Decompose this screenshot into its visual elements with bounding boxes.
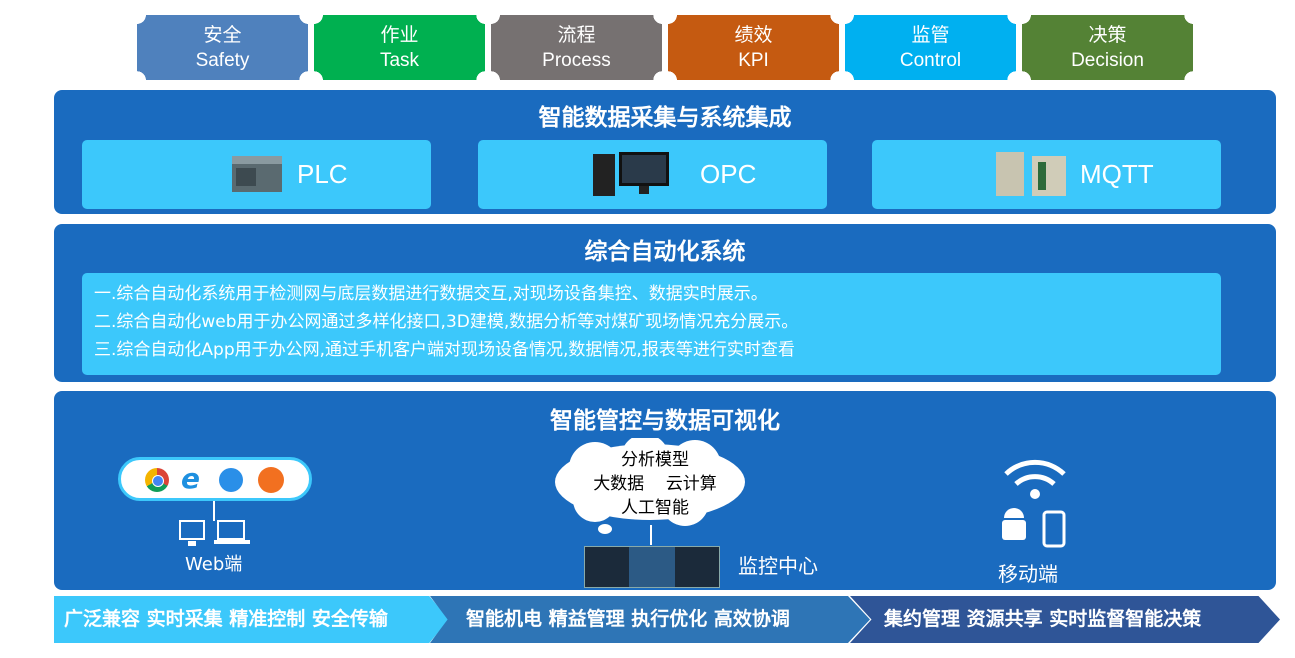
section-title: 智能数据采集与系统集成 [538, 105, 792, 131]
plc-card: PLC [82, 140, 431, 209]
browser-bar: e [118, 457, 312, 501]
tile-en: Safety [195, 50, 250, 71]
cloud-item: 分析模型 [621, 450, 689, 470]
section-title: 综合自动化系统 [584, 239, 746, 265]
section-title: 智能管控与数据可视化 [550, 408, 780, 434]
safari-icon [219, 468, 243, 492]
cloud-icon [555, 438, 745, 534]
monitor-wall-image [584, 546, 720, 588]
description-line: 三.综合自动化App用于办公网,通过手机客户端对现场设备情况,数据情况,报表等进… [94, 340, 795, 360]
tile-en: KPI [738, 50, 769, 71]
banner-segment: 智能机电 精益管理 执行优化 高效协调 [430, 596, 870, 643]
gateway-icon [996, 152, 1066, 196]
tile-cn: 流程 [557, 24, 596, 46]
description-box: 一.综合自动化系统用于检测网与底层数据进行数据交互,对现场设备集控、数据实时展示… [82, 273, 1221, 375]
description-line: 一.综合自动化系统用于检测网与底层数据进行数据交互,对现场设备集控、数据实时展示… [94, 284, 768, 304]
ie-icon: e [181, 462, 200, 495]
firefox-icon [258, 467, 284, 493]
tile-safety: 安全 Safety [137, 15, 308, 80]
mqtt-card: MQTT [872, 140, 1221, 209]
tile-cn: 监管 [911, 24, 950, 46]
tile-cn: 绩效 [734, 24, 773, 46]
connector-line [650, 525, 652, 545]
opc-card: OPC [478, 140, 827, 209]
tile-task: 作业 Task [314, 15, 485, 80]
web-label: Web端 [185, 554, 243, 575]
tile-en: Decision [1071, 50, 1144, 71]
tile-en: Task [379, 50, 420, 71]
tile-control: 监管 Control [845, 15, 1016, 80]
cloud-item: 云计算 [665, 474, 717, 494]
tile-cn: 决策 [1088, 24, 1127, 46]
tile-process: 流程 Process [491, 15, 662, 80]
chrome-icon [145, 468, 169, 492]
cloud-text: 分析模型 大数据 云计算 人工智能 [560, 448, 750, 520]
tile-en: Process [542, 50, 611, 71]
banner-segment: 广泛兼容 实时采集 精准控制 安全传输 [54, 596, 449, 643]
tile-decision: 决策 Decision [1022, 15, 1193, 80]
tile-en: Control [899, 50, 962, 71]
mqtt-label: MQTT [1080, 159, 1154, 189]
mobile-label: 移动端 [998, 562, 1058, 586]
description-line: 二.综合自动化web用于办公网通过多样化接口,3D建模,数据分析等对煤矿现场情况… [94, 312, 799, 332]
cloud-item: 人工智能 [621, 498, 689, 518]
plc-icon [232, 156, 282, 192]
monitor-center-label: 监控中心 [738, 554, 818, 578]
computer-icon [593, 152, 669, 196]
connector-line [213, 501, 215, 521]
wifi-mobile-icon [1002, 459, 1066, 548]
tile-cn: 安全 [203, 24, 242, 46]
tile-cn: 作业 [380, 24, 419, 46]
banner-segment: 集约管理 资源共享 实时监督智能决策 [850, 596, 1280, 643]
opc-label: OPC [700, 159, 757, 189]
computers-icon [179, 520, 250, 546]
tile-kpi: 绩效 KPI [668, 15, 839, 80]
plc-label: PLC [297, 159, 348, 189]
cloud-item: 大数据 [593, 474, 645, 494]
